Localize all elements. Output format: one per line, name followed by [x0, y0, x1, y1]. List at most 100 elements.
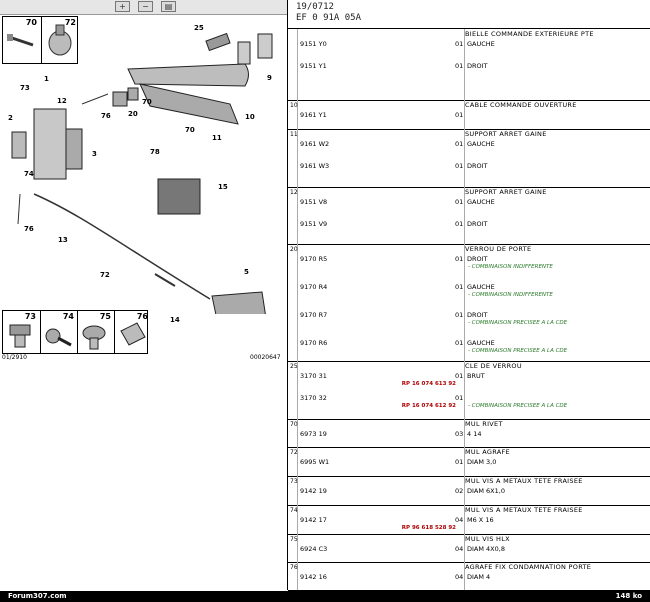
row-reference: 20: [290, 246, 298, 253]
column-divider: [297, 476, 298, 505]
row-title: BIELLE COMMANDE EXTERIEURE PTE: [465, 30, 594, 38]
row-title: VERROU DE PORTE: [465, 245, 532, 253]
row-title: MUL VIS HLX: [465, 535, 510, 543]
column-divider: [297, 187, 298, 244]
thumb-number: 70: [25, 18, 37, 27]
part-description: GAUCHE: [467, 198, 495, 206]
part-description: DROIT: [467, 162, 488, 170]
column-divider: [464, 505, 465, 534]
column-divider: [297, 534, 298, 562]
part-quantity: 01: [455, 220, 464, 228]
callout-15: 15: [218, 183, 228, 191]
part-quantity: 01: [455, 311, 464, 319]
part-description: GAUCHE: [467, 339, 495, 347]
part-code: 9161 Y1: [300, 111, 327, 119]
callout-9: 9: [267, 74, 272, 82]
part-code: 6973 19: [300, 430, 327, 438]
column-divider: [464, 187, 465, 244]
row-reference: 76: [290, 564, 298, 571]
column-divider: [297, 129, 298, 187]
row-title: MUL RIVET: [465, 420, 503, 428]
callout-10: 10: [245, 113, 255, 121]
callout-76b: 76: [24, 225, 34, 233]
part-code: 6995 W1: [300, 458, 330, 466]
thumbnail-box: 70 72: [2, 16, 78, 64]
part-quantity: 01: [455, 140, 464, 148]
row-reference: 70: [290, 421, 298, 428]
part-code: 9151 Y1: [300, 62, 327, 70]
part-description: DIAM 4X0,8: [467, 545, 505, 553]
part-code: 9170 R4: [300, 283, 328, 291]
callout-20: 20: [128, 110, 138, 118]
callout-12: 12: [57, 97, 67, 105]
combination-note: - COMBINAISON PRECISEE A LA CDE: [468, 320, 568, 326]
column-divider: [464, 419, 465, 447]
part-quantity: 01: [455, 394, 464, 402]
column-divider: [464, 244, 465, 361]
row-reference: 25: [290, 363, 298, 370]
clip-illustration: [48, 24, 72, 56]
part-76: 76: [114, 311, 151, 353]
column-divider: [297, 244, 298, 361]
callout-74: 74: [24, 170, 34, 178]
column-divider: [297, 505, 298, 534]
row-reference: 75: [290, 536, 298, 543]
part-code: 9142 19: [300, 487, 327, 495]
callout-1: 1: [44, 75, 49, 83]
zoom-out-icon[interactable]: −: [138, 1, 153, 12]
part-code: 9170 R7: [300, 311, 328, 319]
part-description: BRUT: [467, 372, 485, 380]
column-divider: [464, 129, 465, 187]
part-description: DROIT: [467, 311, 488, 319]
combination-note: - COMBINAISON PRECISEE A LA CDE: [468, 348, 568, 354]
part-description: 4 14: [467, 430, 482, 438]
part-quantity: 01: [455, 372, 464, 380]
column-divider: [297, 29, 298, 100]
part-description: DIAM 3,0: [467, 458, 497, 466]
callout-13: 13: [58, 236, 68, 244]
part-description: GAUCHE: [467, 40, 495, 48]
parts-list-panel: 19/0712 EF 0 91A 05A BIELLE COMMANDE EXT…: [287, 0, 650, 591]
diagram-ref-right: 00020647: [250, 354, 281, 361]
callout-2: 2: [8, 114, 13, 122]
row-reference: 73: [290, 478, 298, 485]
reference-number: RP 16 074 613 92: [401, 381, 456, 387]
print-icon[interactable]: ▤: [161, 1, 176, 12]
callout-76: 76: [101, 112, 111, 120]
column-divider: [297, 419, 298, 447]
row-title: SUPPORT ARRET GAINE: [465, 188, 547, 196]
part-quantity: 04: [455, 545, 464, 553]
part-74: 74: [40, 311, 77, 353]
door-handle-assembly-drawing: [11, 32, 273, 314]
part-75: 75: [77, 311, 114, 353]
diagram-toolbar: + − ▤: [0, 0, 287, 15]
part-number: 73: [24, 312, 36, 321]
status-bar: Forum307.com 148 ko: [0, 591, 650, 602]
column-divider: [464, 562, 465, 590]
zoom-in-icon[interactable]: +: [115, 1, 130, 12]
